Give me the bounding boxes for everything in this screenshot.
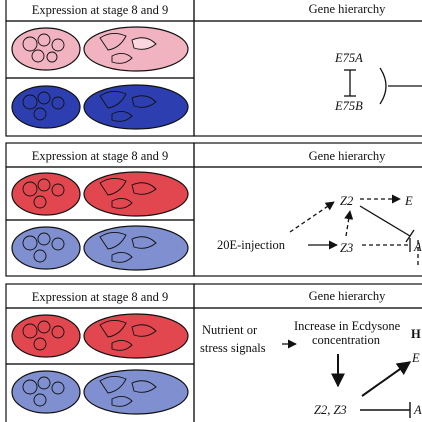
nutrient-label-line2: stress signals bbox=[200, 341, 266, 355]
panel-2-hierarchy-header: Gene hierarchy bbox=[309, 149, 386, 163]
panel-2-hierarchy-cell bbox=[193, 166, 422, 277]
gene-z3: Z3 bbox=[340, 241, 353, 255]
gene-z2z3: Z2, Z3 bbox=[314, 403, 347, 417]
panel-1: Expression at stage 8 and 9 Gene hierarc… bbox=[5, 0, 422, 137]
egg-chambers-pink bbox=[11, 26, 189, 72]
ecdysone-label-line2: concentration bbox=[312, 333, 381, 347]
panel-2-expression-header: Expression at stage 8 and 9 bbox=[32, 149, 168, 163]
bracket bbox=[379, 67, 387, 105]
gene-cut-a: A bbox=[413, 403, 422, 417]
egg-chamber-small bbox=[11, 27, 81, 71]
panel-2: Expression at stage 8 and 9 Gene hierarc… bbox=[5, 142, 422, 277]
egg-chamber-small bbox=[11, 85, 81, 129]
egg-chambers-red bbox=[11, 171, 189, 217]
gene-cut-a: A bbox=[413, 240, 422, 254]
egg-chamber-small bbox=[11, 226, 81, 270]
egg-chamber-small bbox=[11, 314, 81, 358]
dashed-arrow-z3-to-z2 bbox=[344, 210, 354, 237]
gene-cut-e: E bbox=[404, 194, 413, 208]
panel-1-hierarchy-cell bbox=[193, 20, 422, 137]
panel-1-hierarchy-header: Gene hierarchy bbox=[309, 2, 386, 16]
egg-chambers-red bbox=[11, 313, 189, 359]
inhibition-z2-diag bbox=[359, 205, 411, 237]
egg-chambers-dark-blue bbox=[11, 84, 189, 130]
egg-chambers-light-blue bbox=[11, 369, 189, 415]
injection-label: 20E-injection bbox=[217, 238, 286, 252]
panel-3: Expression at stage 8 and 9 Gene hierarc… bbox=[5, 283, 422, 422]
nutrient-label-line1: Nutrient or bbox=[202, 323, 258, 337]
gene-cut-e: E bbox=[411, 351, 420, 365]
panel-3-expression-header: Expression at stage 8 and 9 bbox=[32, 290, 168, 304]
egg-chambers-light-blue bbox=[11, 225, 189, 271]
gene-e75a: E75A bbox=[334, 51, 363, 65]
egg-chamber-small bbox=[11, 172, 81, 216]
panel-3-hierarchy-cell bbox=[193, 307, 422, 422]
egg-chamber-small bbox=[11, 370, 81, 414]
ecdysone-label-line1: Increase in Ecdysone bbox=[294, 319, 401, 333]
gene-z2: Z2 bbox=[340, 194, 353, 208]
arrow-up-right bbox=[361, 361, 412, 397]
panel-1-expression-header: Expression at stage 8 and 9 bbox=[32, 3, 168, 17]
gene-e75b: E75B bbox=[334, 99, 363, 113]
panel-3-hierarchy-header: Gene hierarchy bbox=[309, 289, 386, 303]
dashed-arrow-to-z2 bbox=[289, 201, 335, 233]
gene-cut-h: H bbox=[411, 327, 421, 341]
